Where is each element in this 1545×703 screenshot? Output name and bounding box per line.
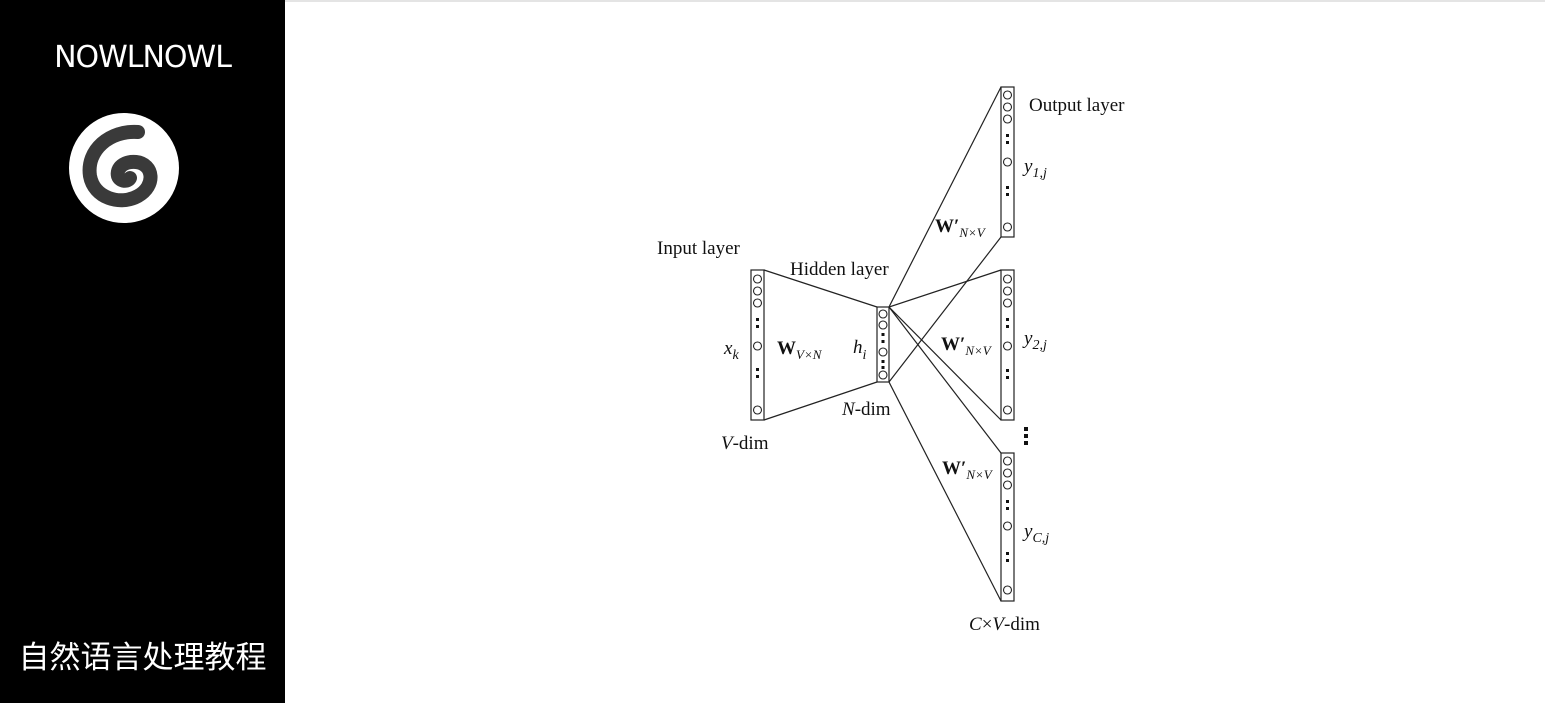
connection-lines — [763, 86, 1002, 602]
vertical-ellipsis-icon — [1024, 427, 1028, 445]
input-variable-label: xk — [723, 338, 739, 363]
output-y1-label: y1,j — [1022, 156, 1047, 181]
n-dim-label: N-dim — [841, 399, 891, 420]
brand-logo-text[interactable]: NOWLNOWL — [54, 40, 232, 75]
input-layer-label: Input layer — [657, 238, 741, 259]
input-layer-vector — [750, 269, 765, 421]
v-dim-label: V-dim — [721, 433, 769, 454]
output-vector-c — [1000, 452, 1015, 602]
cv-dim-label: C×V-dim — [969, 614, 1040, 635]
output-layer-label: Output layer — [1029, 95, 1125, 116]
weight-matrix-w-prime-label-1: W′N×V — [935, 216, 987, 240]
weight-matrix-w-prime-label-c: W′N×V — [942, 458, 994, 482]
weight-matrix-w-prime-label-2: W′N×V — [941, 334, 993, 358]
hidden-layer-vector — [876, 306, 890, 383]
sidebar: NOWLNOWL 自然语言处理教程 — [0, 0, 285, 703]
output-yc-label: yC,j — [1022, 521, 1049, 546]
hidden-variable-label: hi — [853, 337, 867, 363]
top-divider — [285, 0, 1545, 2]
hidden-layer-label: Hidden layer — [790, 259, 889, 280]
output-vector-1 — [1000, 86, 1015, 238]
course-title: 自然语言处理教程 — [18, 640, 267, 676]
output-y2-label: y2,j — [1022, 328, 1047, 353]
output-vector-2 — [1000, 269, 1015, 421]
logo-swirl-icon[interactable] — [68, 112, 180, 224]
weight-matrix-w-label: WV×N — [777, 338, 823, 362]
